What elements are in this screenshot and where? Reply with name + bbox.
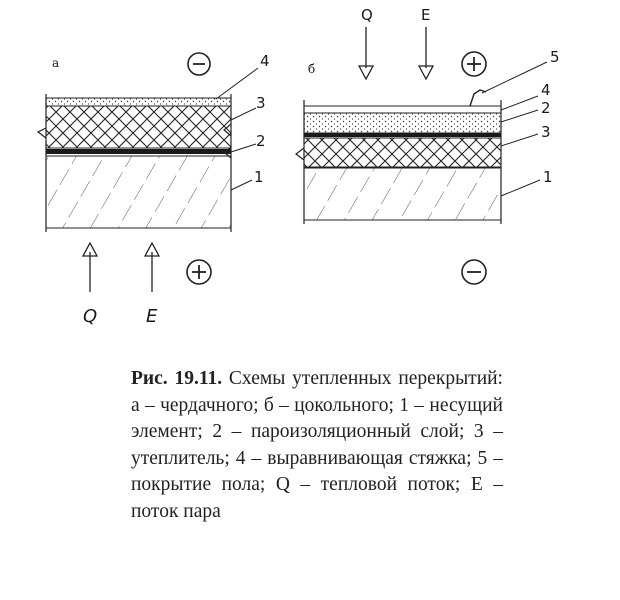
diagram-b-vapour-flux-arrow [417, 27, 435, 81]
diagram-a-label-3: 3 [256, 94, 266, 112]
diagram-b-layer-2-vapour-barrier [304, 133, 501, 137]
diagram-a-e-label: E [146, 306, 158, 327]
diagram-b-panel-label: б [308, 62, 315, 76]
diagram-a-heat-flux-arrow [81, 241, 99, 292]
diagram-a-label-4: 4 [260, 52, 270, 70]
diagram-b-label-1: 1 [543, 168, 553, 186]
diagram-a-bottom-sign [186, 259, 212, 285]
diagram-b-label-4: 4 [541, 81, 551, 99]
diagram-a-layer-1-slab [45, 155, 232, 229]
diagram-b-layer-4-screed [303, 112, 502, 134]
caption-text: Схемы утепленных перекрытий: а – чердачн… [131, 368, 503, 522]
diagram-b-heat-flux-arrow [357, 27, 375, 81]
insulated-slabs-figure: а 4 3 2 1 [36, 6, 560, 327]
diagram-b-label-2: 2 [541, 99, 551, 117]
diagram-b-label-5: 5 [550, 48, 560, 66]
diagram-b-q-label: Q [361, 6, 373, 24]
diagram-a-vapour-flux-arrow [143, 241, 161, 292]
diagram-a-layer-3-insulation [45, 105, 232, 149]
diagram-b-bottom-sign [461, 259, 487, 285]
diagram-b-label-3: 3 [541, 123, 551, 141]
diagram-b-layer-3-insulation [303, 137, 502, 168]
diagram-a-panel-label: а [52, 56, 59, 70]
diagram-a-label-1: 1 [254, 168, 264, 186]
diagram-b-layer-5-floor-covering [303, 105, 502, 114]
caption-label: Рис. 19.11. [131, 368, 223, 389]
diagram-b-layer-1-slab [303, 167, 502, 221]
diagram-b-e-label: E [421, 6, 430, 24]
diagram-a-layer-2-vapour-barrier [46, 149, 231, 154]
diagram-a: а 4 3 2 1 [36, 52, 270, 327]
diagram-a-layer-4-screed [45, 97, 232, 107]
diagram-b: б Q E [295, 6, 560, 285]
diagram-b-top-sign [461, 51, 487, 77]
diagram-a-top-sign [187, 52, 211, 76]
diagram-a-label-2: 2 [256, 132, 266, 150]
figure-caption: Рис. 19.11. Схемы утепленных перекрытий:… [131, 366, 503, 526]
diagram-a-q-label: Q [83, 306, 97, 327]
